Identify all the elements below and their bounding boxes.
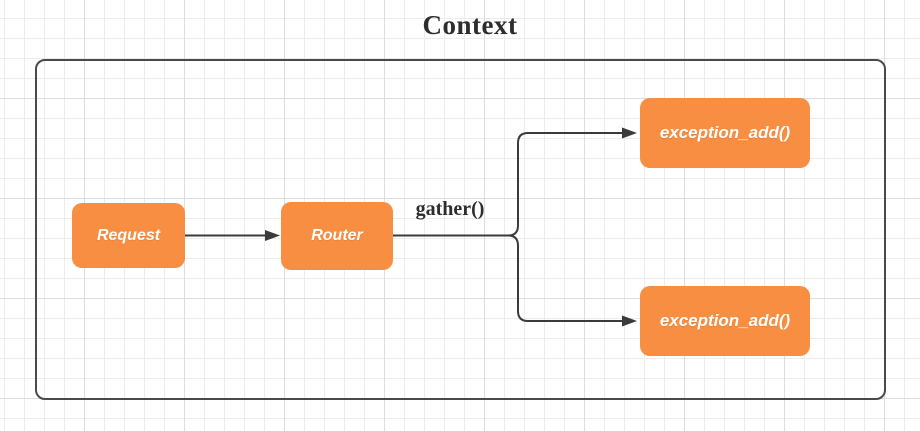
diagram-title: Context [422, 10, 518, 40]
node-exception-add-bottom-label: exception_add() [659, 311, 791, 330]
node-router-label: Router [311, 227, 363, 244]
node-exception-add-bottom: exception_add() [640, 286, 810, 356]
node-exception-add-top-label: exception_add() [659, 123, 791, 142]
context-boundary [35, 59, 886, 400]
edge-label-gather: gather() [415, 198, 485, 220]
node-router: Router [281, 202, 393, 270]
node-request: Request [72, 203, 185, 268]
node-exception-add-top: exception_add() [640, 98, 810, 168]
node-request-label: Request [96, 226, 161, 244]
